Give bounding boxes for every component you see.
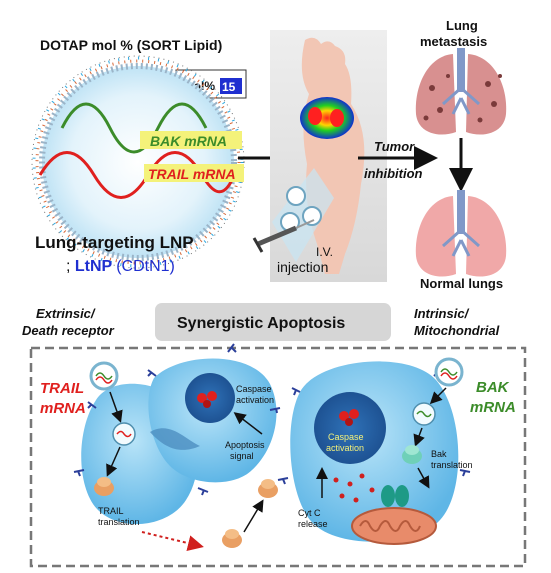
dotap-label: DOTAP mol % (SORT Lipid) [40, 37, 222, 53]
left-arrow-2 [106, 446, 121, 477]
caspase-right-line2: activation [326, 443, 364, 453]
trail-ligand-icon-lower [222, 529, 242, 548]
lnp-particle [31, 55, 245, 269]
trail-secretion-arrow [141, 531, 204, 551]
mol-value: 15 [222, 80, 236, 94]
apoptosis-signal-line1: Apoptosis [225, 440, 265, 450]
apoptosis-signal-line2: signal [230, 451, 254, 461]
right-arrow-2 [413, 427, 425, 447]
metastatic-lungs [415, 48, 507, 135]
lnp-prefix: ; [66, 258, 75, 275]
ligand-binding-arrow [243, 499, 264, 533]
trail-mrna-bottom-line1: TRAIL [40, 380, 84, 397]
right-endosome-icon [412, 402, 436, 426]
synergistic-box [155, 303, 391, 341]
right-arrow-1 [429, 387, 447, 405]
bak-translation-line2: translation [431, 460, 473, 470]
left-ribosome-icon [94, 477, 114, 496]
mechanism-panel [29, 346, 527, 568]
caspase-right-line1: Caspase [328, 432, 364, 442]
trail-translation-line1: TRAIL [98, 506, 124, 516]
mouse-imaging-photo [270, 30, 387, 282]
lung-metastasis-line2: metastasis [420, 34, 487, 49]
tumor-inhibition-line1: Tumor [374, 139, 415, 154]
bak-mrna-bottom-line2: mRNA [470, 399, 516, 416]
trail-ligand-icon-upper [258, 479, 278, 498]
right-ribosome-icon [402, 445, 422, 464]
right-lnp-icon [434, 357, 464, 387]
bak-mrna-bottom-line1: BAK [476, 379, 510, 396]
bak-highlight [140, 131, 242, 149]
synergistic-apoptosis-label: Synergistic Apoptosis [177, 315, 345, 332]
trail-mrna-bottom-line2: mRNA [40, 400, 86, 417]
bak-translation-line1: Bak [431, 449, 447, 459]
left-lnp-icon [89, 361, 119, 391]
caspase-left-line2: activation [236, 395, 274, 405]
cytc-line1: Cyt C [298, 508, 321, 518]
lnp-short: LtNP [75, 258, 113, 275]
intrinsic-line1: Intrinsic/ [414, 306, 470, 321]
middle-cell [147, 343, 281, 483]
left-endosome-icon [112, 422, 136, 446]
mitochondrion-icon [351, 507, 437, 545]
intrinsic-line2: Mitochondrial [414, 323, 500, 338]
left-arrow-1 [109, 391, 123, 423]
trail-highlight [144, 164, 244, 182]
lnp-subtitle: ; LtNP(CDtN1) [66, 258, 175, 275]
normal-lungs-label: Normal lungs [420, 276, 503, 291]
bak-pore-icon [381, 485, 409, 507]
trail-translation-line2: translation [98, 517, 140, 527]
injection-label: injection [277, 259, 328, 275]
caspase-left-line1: Caspase [236, 384, 272, 394]
apoptosis-signal-arrow [233, 412, 263, 435]
extrinsic-line1: Extrinsic/ [36, 306, 96, 321]
lnp-code: (CDtN1) [116, 258, 175, 275]
bak-mrna-wave [60, 102, 208, 154]
normal-lungs [415, 190, 507, 277]
iv-label: I.V. [316, 245, 333, 259]
trail-mrna-label: TRAIL mRNA [148, 166, 236, 182]
lnp-title: Lung-targeting LNP [35, 233, 194, 252]
cyt-c-dots [333, 473, 375, 503]
cytc-line2: release [298, 519, 328, 529]
right-caspase-icon [339, 409, 359, 426]
syringe-icon [252, 219, 315, 253]
lung-metastasis-line1: Lung [446, 18, 478, 33]
right-arrow-3 [417, 467, 430, 489]
extrinsic-line2: Death receptor [22, 323, 115, 338]
tumor-inhibition-line2: inhibition [364, 166, 423, 181]
bak-mrna-label: BAK mRNA [150, 133, 227, 149]
left-caspase-icon [197, 391, 217, 408]
